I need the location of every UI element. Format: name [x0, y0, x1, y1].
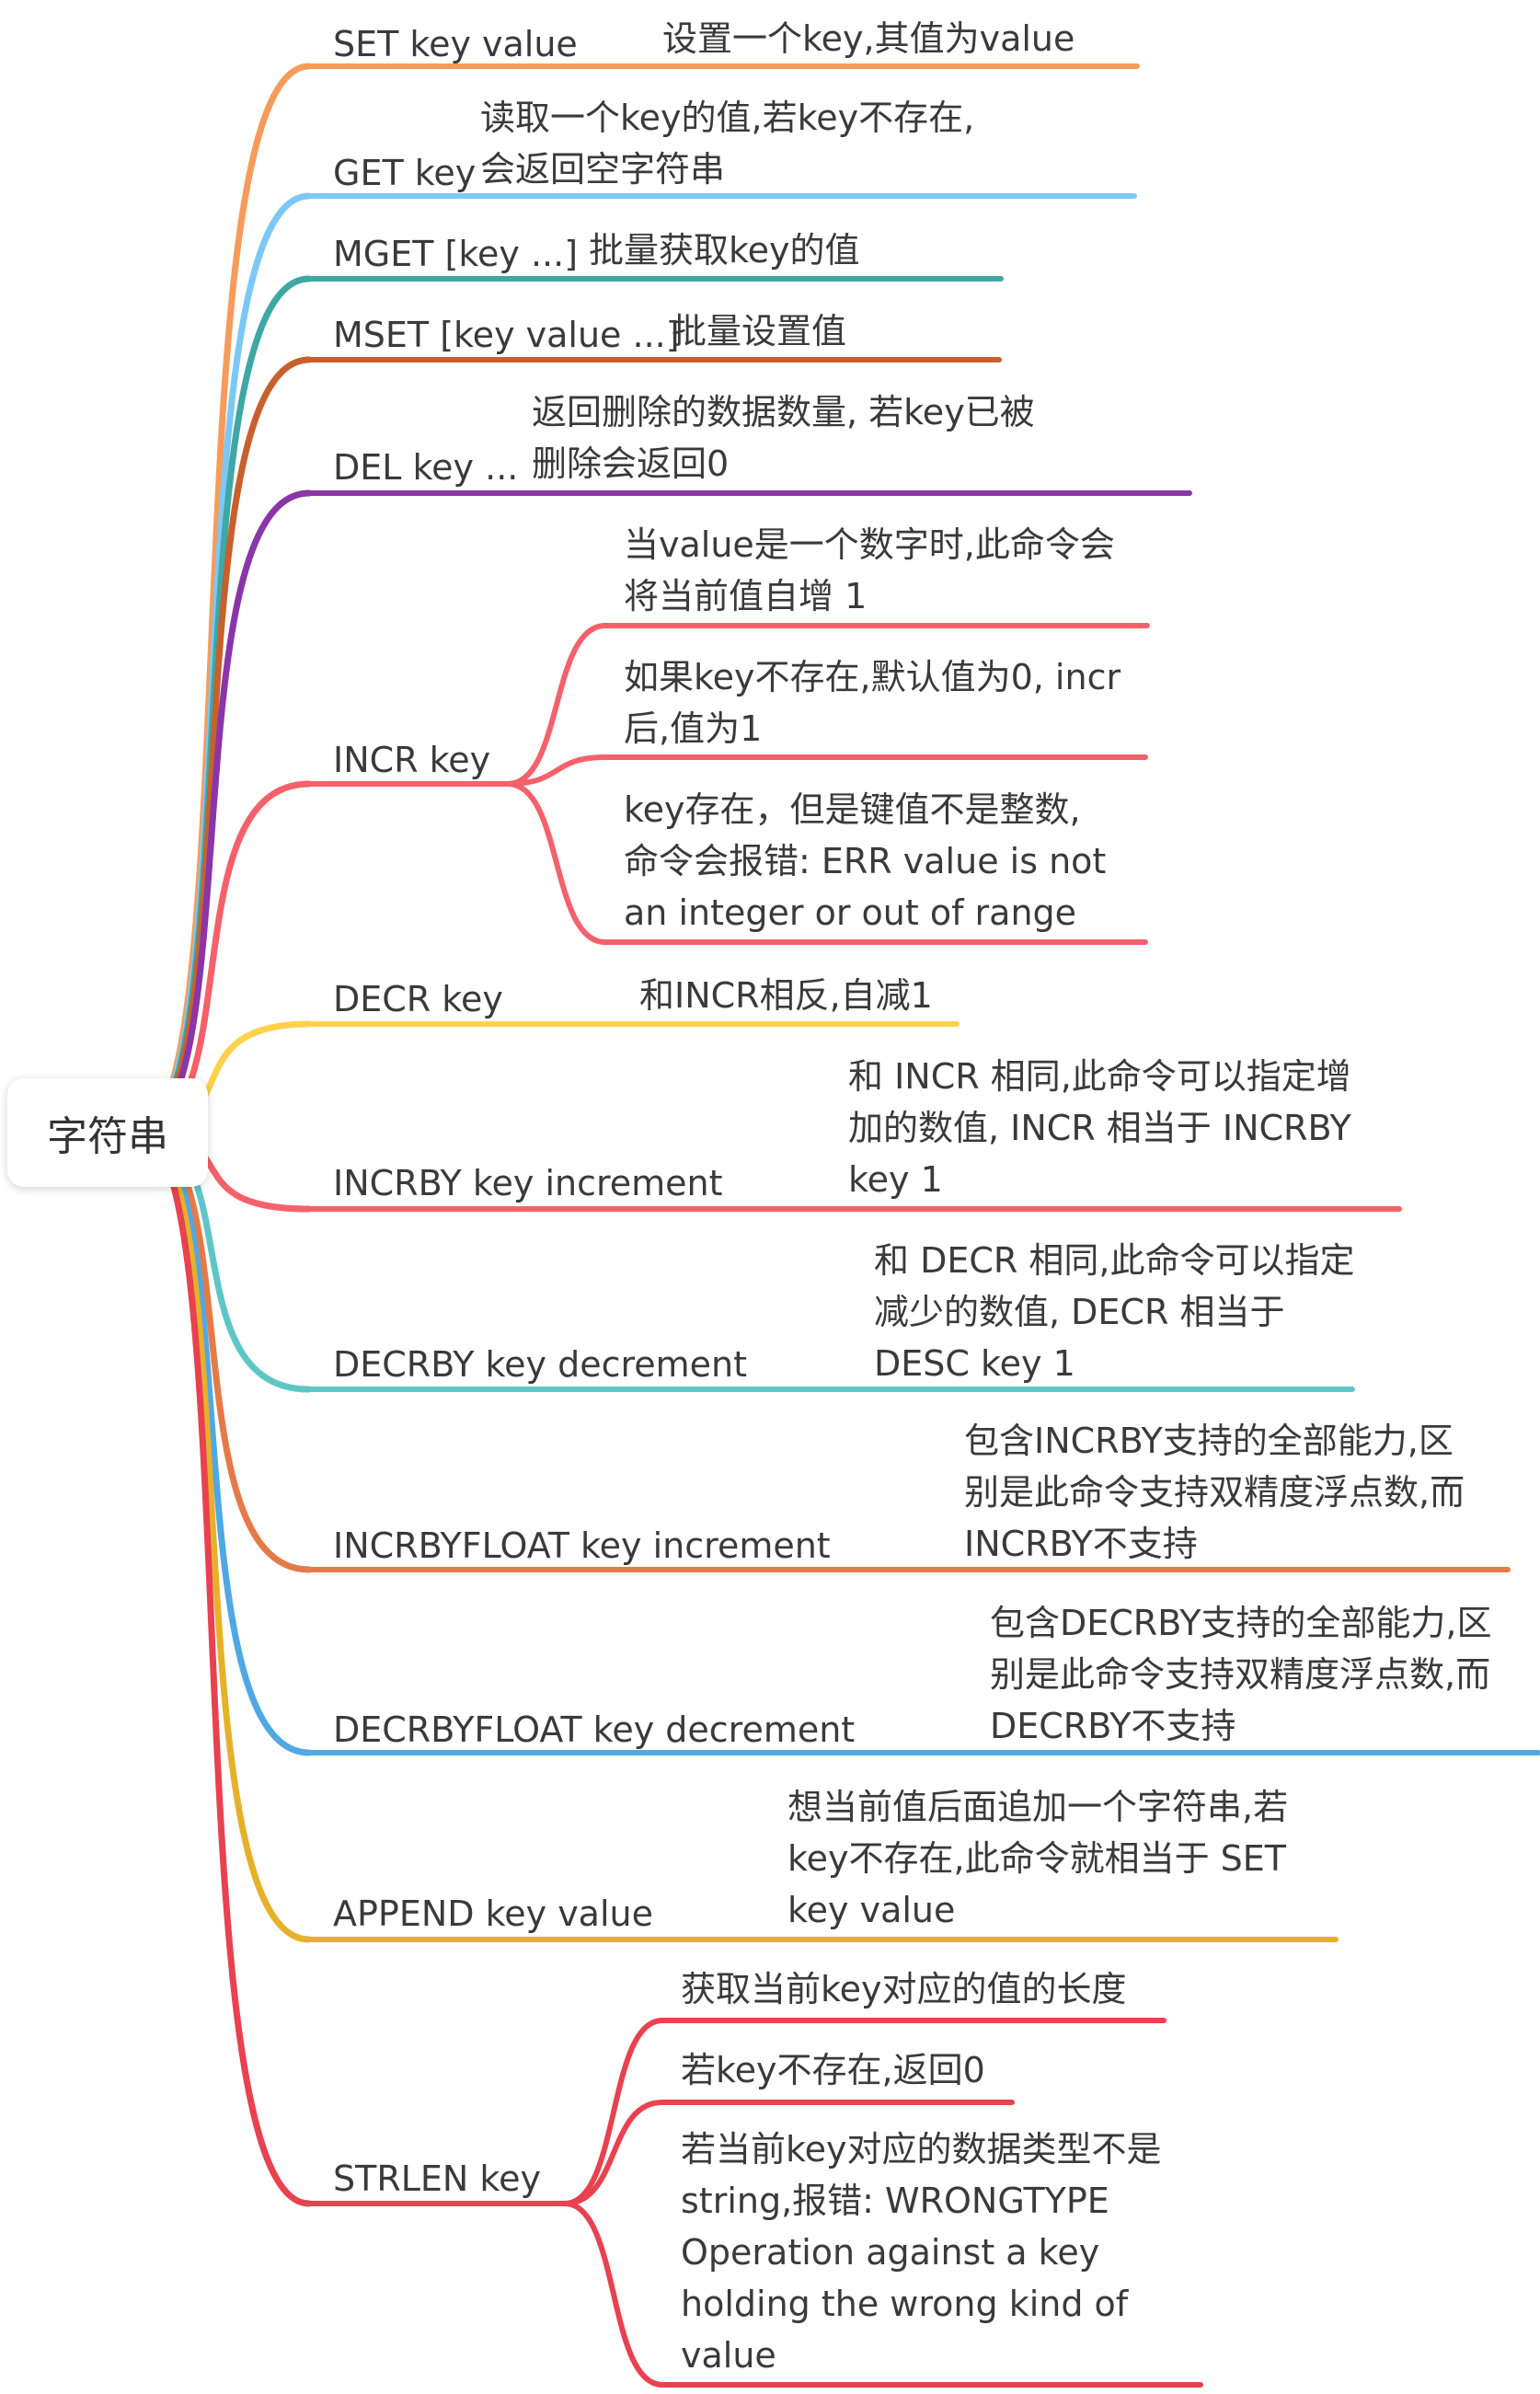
- description-node[interactable]: 和INCR相反,自减1: [639, 975, 933, 1016]
- sub-connector-12-1: [562, 2100, 1015, 2206]
- description-node[interactable]: 包含INCRBY支持的全部能力,区 别是此命令支持双精度浮点数,而 INCRBY…: [964, 1421, 1465, 1564]
- description-node[interactable]: key存在，但是键值不是整数, 命令会报错: ERR value is not …: [624, 789, 1107, 933]
- description-node[interactable]: 若当前key对应的数据类型不是 string,报错: WRONGTYPE Ope…: [681, 2129, 1162, 2376]
- description-node[interactable]: 批量设置值: [672, 311, 847, 351]
- description-node[interactable]: 想当前值后面追加一个字符串,若 key不存在,此命令就相当于 SET key v…: [787, 1787, 1289, 1930]
- description-node[interactable]: 包含DECRBY支持的全部能力,区 别是此命令支持双精度浮点数,而 DECRBY…: [990, 1603, 1492, 1746]
- root-label: 字符串: [47, 1113, 168, 1160]
- description-node[interactable]: 批量获取key的值: [589, 230, 860, 270]
- description-node[interactable]: 获取当前key对应的值的长度: [681, 1969, 1127, 2009]
- sub-connector-12-2: [562, 2201, 1203, 2388]
- description-node[interactable]: 读取一个key的值,若key不存在, 会返回空字符串: [480, 98, 975, 190]
- command-node[interactable]: SET key value: [333, 24, 578, 64]
- command-node[interactable]: DECRBYFLOAT key decrement: [333, 1709, 856, 1750]
- command-node[interactable]: GET key: [333, 153, 477, 193]
- sub-connector-12-0: [562, 2018, 1166, 2206]
- branch-connector-1: [134, 192, 313, 1135]
- sub-connector-5-0: [505, 623, 1150, 787]
- description-node[interactable]: 和 INCR 相同,此命令可以指定增 加的数值, INCR 相当于 INCRBY…: [848, 1056, 1351, 1200]
- branch-connector-12: [134, 1128, 313, 2207]
- command-node[interactable]: INCRBYFLOAT key increment: [333, 1525, 831, 1566]
- sub-connector-5-2: [505, 781, 1148, 945]
- command-node[interactable]: INCRBY key increment: [333, 1163, 723, 1203]
- command-node[interactable]: STRLEN key: [333, 2158, 541, 2199]
- command-node[interactable]: MGET [key ...]: [333, 234, 579, 274]
- description-node[interactable]: 设置一个key,其值为value: [662, 18, 1075, 59]
- root-node[interactable]: 字符串: [7, 1078, 208, 1187]
- description-node[interactable]: 返回删除的数据数量, 若key已被 删除会返回0: [532, 392, 1035, 484]
- command-node[interactable]: DEL key ...: [333, 447, 519, 488]
- branch-connector-9: [134, 1128, 313, 1573]
- command-node[interactable]: MSET [key value ...]: [333, 315, 680, 355]
- command-node[interactable]: DECR key: [333, 979, 503, 1019]
- command-node[interactable]: APPEND key value: [333, 1893, 653, 1934]
- description-node[interactable]: 和 DECR 相同,此命令可以指定 减少的数值, DECR 相当于 DESC k…: [874, 1240, 1355, 1384]
- sub-connector-5-1: [505, 754, 1148, 787]
- description-node[interactable]: 当value是一个数字时,此命令会 将当前值自增 1: [624, 524, 1115, 616]
- command-node[interactable]: INCR key: [333, 740, 491, 780]
- description-node[interactable]: 如果key不存在,默认值为0, incr 后,值为1: [624, 657, 1121, 749]
- command-node[interactable]: DECRBY key decrement: [333, 1344, 748, 1385]
- description-node[interactable]: 若key不存在,返回0: [681, 2050, 985, 2090]
